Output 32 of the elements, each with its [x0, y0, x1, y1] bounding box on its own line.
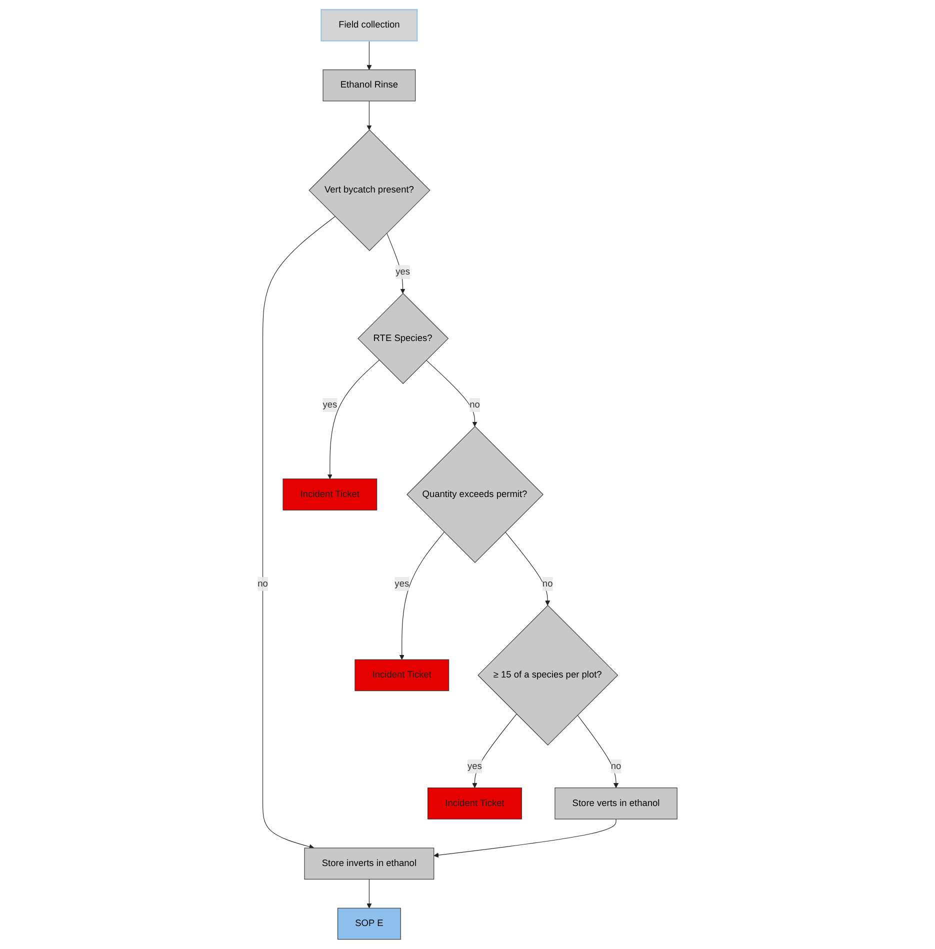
arrow — [426, 360, 478, 427]
edge-label: yes — [396, 266, 410, 277]
node-diamond: Quantity exceeds permit? — [406, 426, 544, 563]
node-box: Field collection — [320, 9, 418, 42]
edge-label: no — [470, 400, 480, 410]
arrow — [366, 100, 372, 130]
node-diamond: RTE Species? — [358, 293, 449, 384]
edge-label: no — [258, 578, 268, 589]
arrow — [386, 232, 406, 294]
edge-label: no — [611, 761, 622, 772]
node-box: Ethanol Rinse — [322, 69, 416, 102]
arrow — [366, 40, 372, 70]
node-box: Incident Ticket — [428, 788, 522, 820]
arrow — [472, 714, 517, 788]
node-diamond: ≥ 15 of a species per plot? — [478, 604, 618, 746]
edge-label: yes — [468, 761, 482, 772]
node-box: Store inverts in ethanol — [304, 848, 434, 880]
arrow — [328, 360, 380, 480]
edge-label: yes — [394, 578, 410, 589]
node-box: SOP E — [338, 908, 402, 940]
edge-label: no — [542, 578, 553, 589]
arrow — [366, 878, 372, 908]
node-box: Incident Ticket — [354, 659, 450, 692]
arrow — [399, 532, 445, 660]
node-box: Store verts in ethanol — [554, 788, 678, 820]
edge-label: yes — [322, 400, 338, 410]
arrow — [262, 216, 336, 850]
node-box: Incident Ticket — [282, 478, 378, 510]
node-diamond: Vert bycatch present? — [308, 130, 430, 252]
arrow — [577, 714, 619, 788]
arrow — [434, 818, 616, 858]
arrow — [505, 532, 550, 606]
